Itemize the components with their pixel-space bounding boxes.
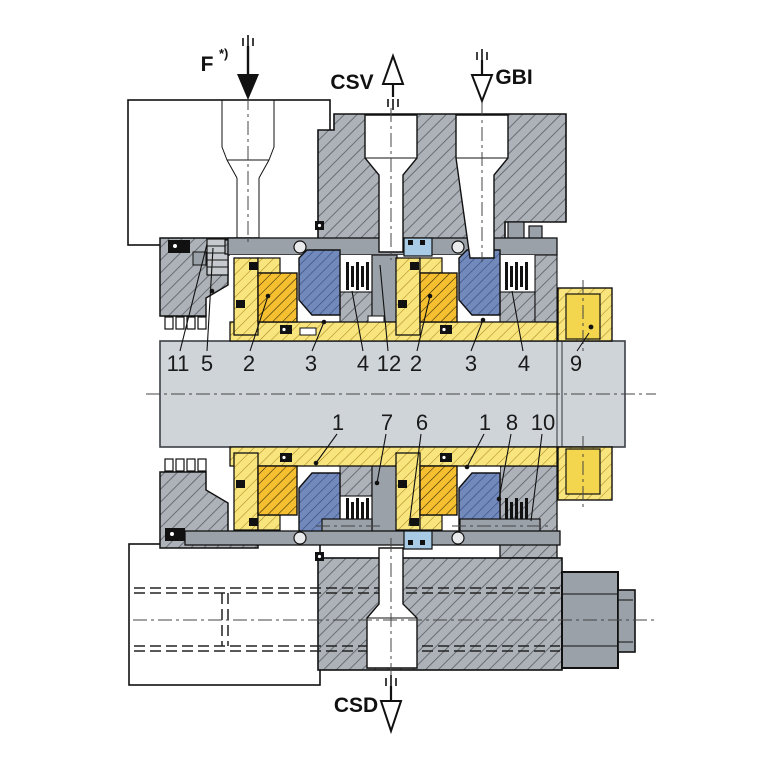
part-number: 7: [381, 410, 393, 435]
retainer-2-tab: [419, 257, 443, 274]
label-csv: CSV: [330, 71, 373, 94]
part-number: 5: [201, 351, 213, 376]
seal-stage-lower: [229, 446, 558, 539]
retainer-1-tab: [257, 514, 281, 531]
retainer-1-tab: [257, 257, 281, 274]
retainer-2: [395, 257, 421, 336]
part-number: 2: [410, 351, 422, 376]
part-number: 3: [305, 351, 317, 376]
collar-9: [557, 287, 613, 501]
bolt-head: [451, 531, 465, 545]
connection-f: F *): [201, 35, 259, 100]
oring-block: [165, 528, 185, 541]
part-number: 12: [377, 351, 401, 376]
connection-gbi: GBI: [470, 49, 533, 104]
flush-port-f-bore: [221, 100, 275, 243]
part-number: 8: [506, 410, 518, 435]
part-numbers-bottom: 1 7 6 1 8 10: [332, 410, 555, 435]
seal-face-1: [257, 465, 298, 516]
plug-tip: [617, 589, 636, 653]
seal-flange-upper-left: [159, 237, 259, 330]
part-number: 2: [243, 351, 255, 376]
arrow-f-down-filled: [237, 35, 259, 100]
label-gbi: GBI: [495, 66, 532, 89]
seal-stage-upper: [229, 237, 558, 342]
oring-block: [168, 240, 190, 253]
labyrinth-teeth-upper: [164, 316, 207, 330]
bolt-head: [293, 240, 307, 254]
label-f: F: [201, 53, 214, 76]
clamp-bar-lower: [184, 530, 561, 550]
part-number: 9: [570, 351, 582, 376]
labyrinth-teeth-lower: [164, 458, 207, 472]
connection-csd: CSD: [334, 675, 403, 735]
center-collar: [371, 465, 398, 534]
part-number: 3: [465, 351, 477, 376]
bolt-head: [293, 531, 307, 545]
end-ring: [534, 254, 558, 323]
bolt-head: [451, 240, 465, 254]
arrow-gbi-down-outline: [470, 49, 494, 104]
seat-holder: [499, 291, 536, 323]
seal-flange-lower-left: [159, 458, 259, 549]
gland-housing-bottom: [315, 552, 563, 671]
pump-casing-phantom: [127, 99, 331, 246]
part-number: 10: [531, 410, 555, 435]
shaft-sleeve-upper: [229, 321, 558, 342]
port-csd-bore: [366, 547, 418, 669]
seat-2: [458, 249, 501, 316]
seal-face-2: [419, 465, 458, 516]
seat-holder: [339, 291, 373, 323]
arrow-csd-down-outline: [379, 675, 403, 735]
part-number: 11: [167, 351, 190, 376]
retainer-2: [395, 452, 421, 531]
label-csd: CSD: [334, 694, 378, 717]
retainer-1: [233, 452, 259, 531]
part-number: 4: [357, 351, 369, 376]
retainer-2-tab: [419, 514, 443, 531]
part-number: 6: [416, 410, 428, 435]
part-number: 1: [479, 410, 491, 435]
seat-holder: [339, 465, 373, 497]
connection-csv: CSV: [330, 53, 405, 110]
part-number: 4: [518, 351, 530, 376]
seat-1: [298, 249, 341, 316]
arrow-csv-up-outline: [381, 53, 405, 110]
part-numbers-top: 11 5 2 3 4 12 2 3 4 9: [167, 351, 583, 376]
part-number: 1: [332, 410, 344, 435]
leader-lines: [179, 243, 590, 527]
seal-face-1: [257, 272, 298, 323]
pipe-phantom-box: [128, 543, 321, 686]
retainer-1: [233, 257, 259, 336]
label-f-sup: *): [219, 46, 228, 61]
